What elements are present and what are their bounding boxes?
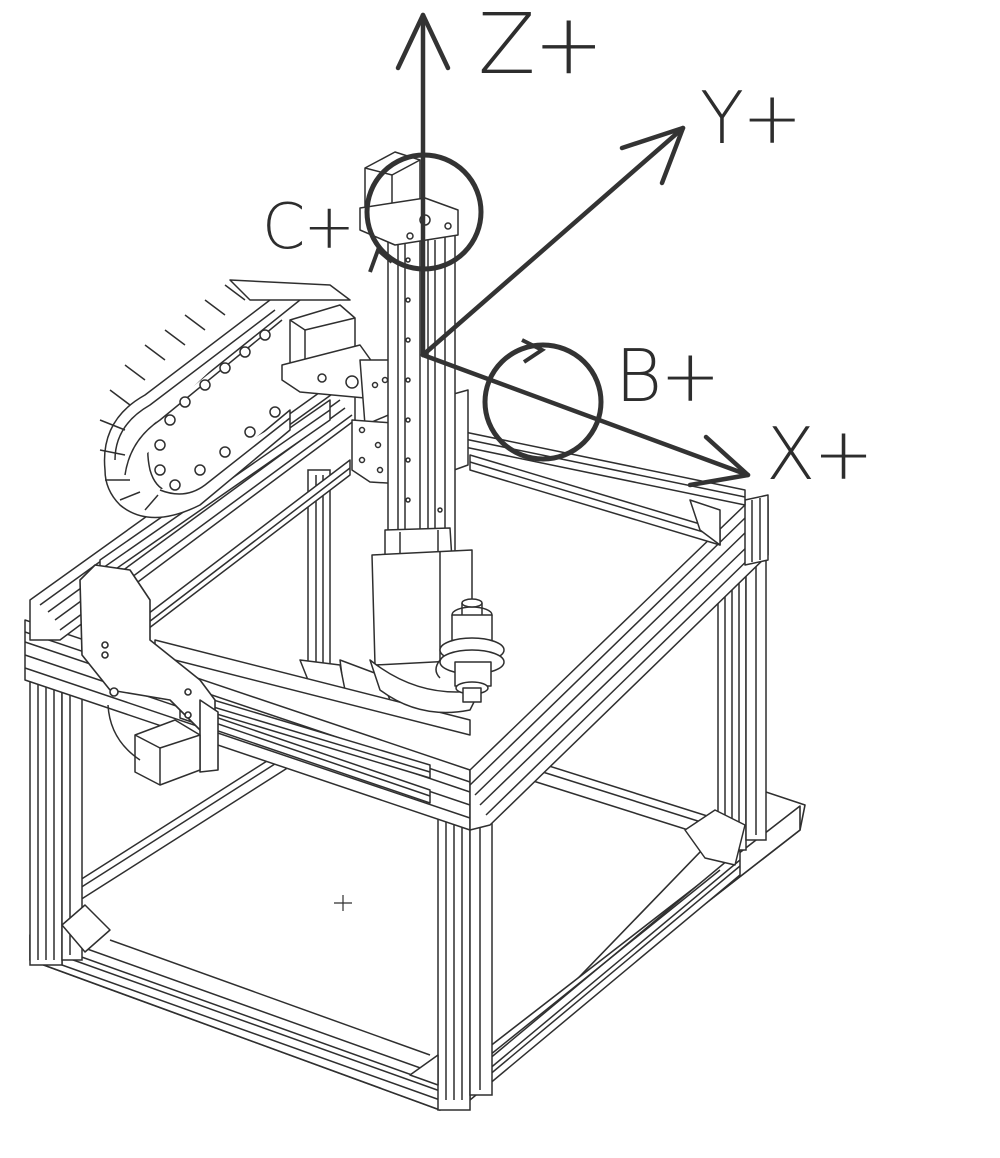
c-axis-label: C+ [262, 190, 355, 263]
x-axis-label: X+ [766, 412, 874, 496]
y-axis-arrowhead [619, 125, 686, 186]
y-axis-line [420, 125, 686, 358]
top-frame-front-right [469, 494, 769, 831]
cable-chain [99, 279, 351, 519]
frame-posts [29, 469, 767, 1111]
x-axis-line [420, 352, 751, 478]
z-axis-arrowhead [395, 12, 451, 71]
z-axis-label: Z+ [478, 0, 604, 93]
x-stepper-motor [107, 704, 201, 786]
y-axis-label: Y+ [700, 76, 802, 160]
z-stepper-motor [359, 151, 459, 246]
y-stepper-motor [281, 304, 401, 426]
top-frame-back [154, 429, 746, 736]
corner-brackets [61, 659, 746, 1086]
b-axis-label: B+ [615, 334, 720, 418]
c-rotation-indicator [364, 152, 484, 273]
y-axis-gantry [29, 384, 356, 641]
axis-arrows [395, 12, 751, 488]
b-rotation-indicator [482, 338, 604, 462]
x-axis-arrowhead [687, 434, 751, 488]
center-mark [334, 895, 352, 911]
spindle-head [369, 527, 505, 714]
